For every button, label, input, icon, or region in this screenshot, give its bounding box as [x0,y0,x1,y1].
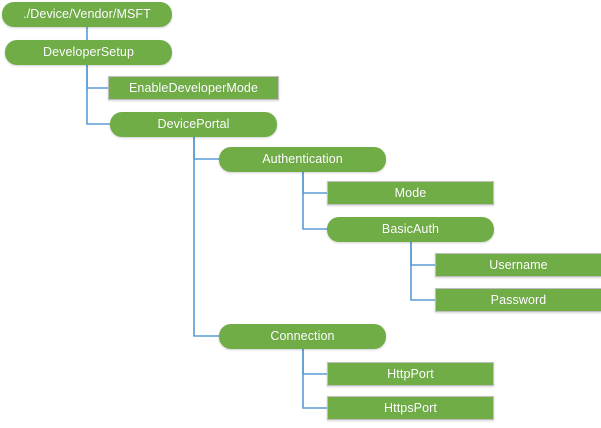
connector-developersetup-to-enabledevelopermode [86,64,109,89]
node-deviceportal[interactable]: DevicePortal [110,112,277,137]
node-password[interactable]: Password [435,288,601,312]
node-authentication[interactable]: Authentication [219,147,386,172]
node-label-authentication: Authentication [262,152,343,167]
node-label-httpsport: HttpsPort [384,400,437,415]
connector-authentication-to-basicauth [302,171,328,230]
connector-deviceportal-to-authentication [193,136,220,160]
node-httpport[interactable]: HttpPort [327,362,494,386]
connector-connection-to-httpsport [302,348,328,409]
node-label-root: ./Device/Vendor/MSFT [23,7,151,22]
connector-deviceportal-to-connection [193,136,220,337]
node-label-deviceportal: DevicePortal [157,117,230,132]
node-label-mode: Mode [394,185,427,200]
node-label-username: Username [489,257,548,272]
connector-basicauth-to-password [410,241,436,301]
node-username[interactable]: Username [435,253,601,277]
connector-authentication-to-mode [302,171,328,194]
connector-connection-to-httpport [302,348,328,375]
node-developersetup[interactable]: DeveloperSetup [5,40,172,65]
node-label-httpport: HttpPort [387,366,434,381]
node-basicauth[interactable]: BasicAuth [327,217,494,242]
node-root[interactable]: ./Device/Vendor/MSFT [2,2,172,27]
node-connection[interactable]: Connection [219,324,386,349]
node-label-developersetup: DeveloperSetup [42,45,135,60]
node-label-basicauth: BasicAuth [381,222,440,237]
connector-basicauth-to-username [410,241,436,266]
node-mode[interactable]: Mode [327,181,494,205]
node-label-connection: Connection [270,329,335,344]
node-label-password: Password [490,292,547,307]
connector-developersetup-to-deviceportal [86,64,111,125]
node-label-enabledevelopermode: EnableDeveloperMode [128,80,259,95]
node-httpsport[interactable]: HttpsPort [327,396,494,420]
node-enabledevelopermode[interactable]: EnableDeveloperMode [108,76,279,100]
